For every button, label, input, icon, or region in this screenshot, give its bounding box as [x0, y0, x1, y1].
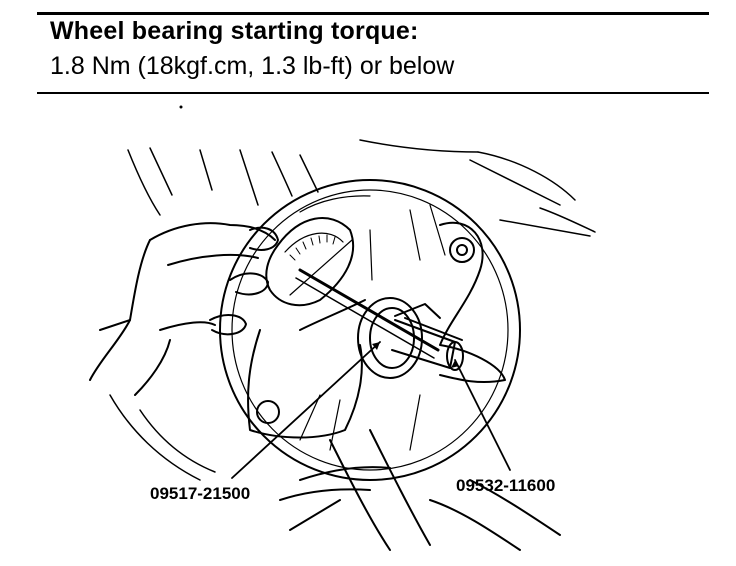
stray-dot: [179, 105, 183, 109]
steering-knuckle: [247, 221, 506, 439]
background-body-lines: [109, 139, 596, 481]
right-callout-leader: [454, 359, 511, 471]
tool-callout-09532-11600: 09532-11600: [456, 476, 556, 495]
hand: [89, 222, 279, 396]
left-callout-leader: [231, 341, 381, 479]
brake-disc: [219, 179, 521, 481]
hub-and-tool: [357, 297, 464, 379]
spec-title: Wheel bearing starting torque:: [50, 17, 419, 45]
lower-arm: [279, 429, 561, 551]
callout-leaders: [231, 341, 511, 479]
spec-value: 1.8 Nm (18kgf.cm, 1.3 lb-ft) or below: [50, 52, 455, 80]
tool-callout-09517-21500: 09517-21500: [150, 484, 251, 503]
bottom-rule: [37, 92, 709, 94]
torque-wrench: [265, 217, 440, 359]
top-rule: [37, 12, 709, 15]
wheel-bearing-torque-illustration: [89, 105, 596, 551]
